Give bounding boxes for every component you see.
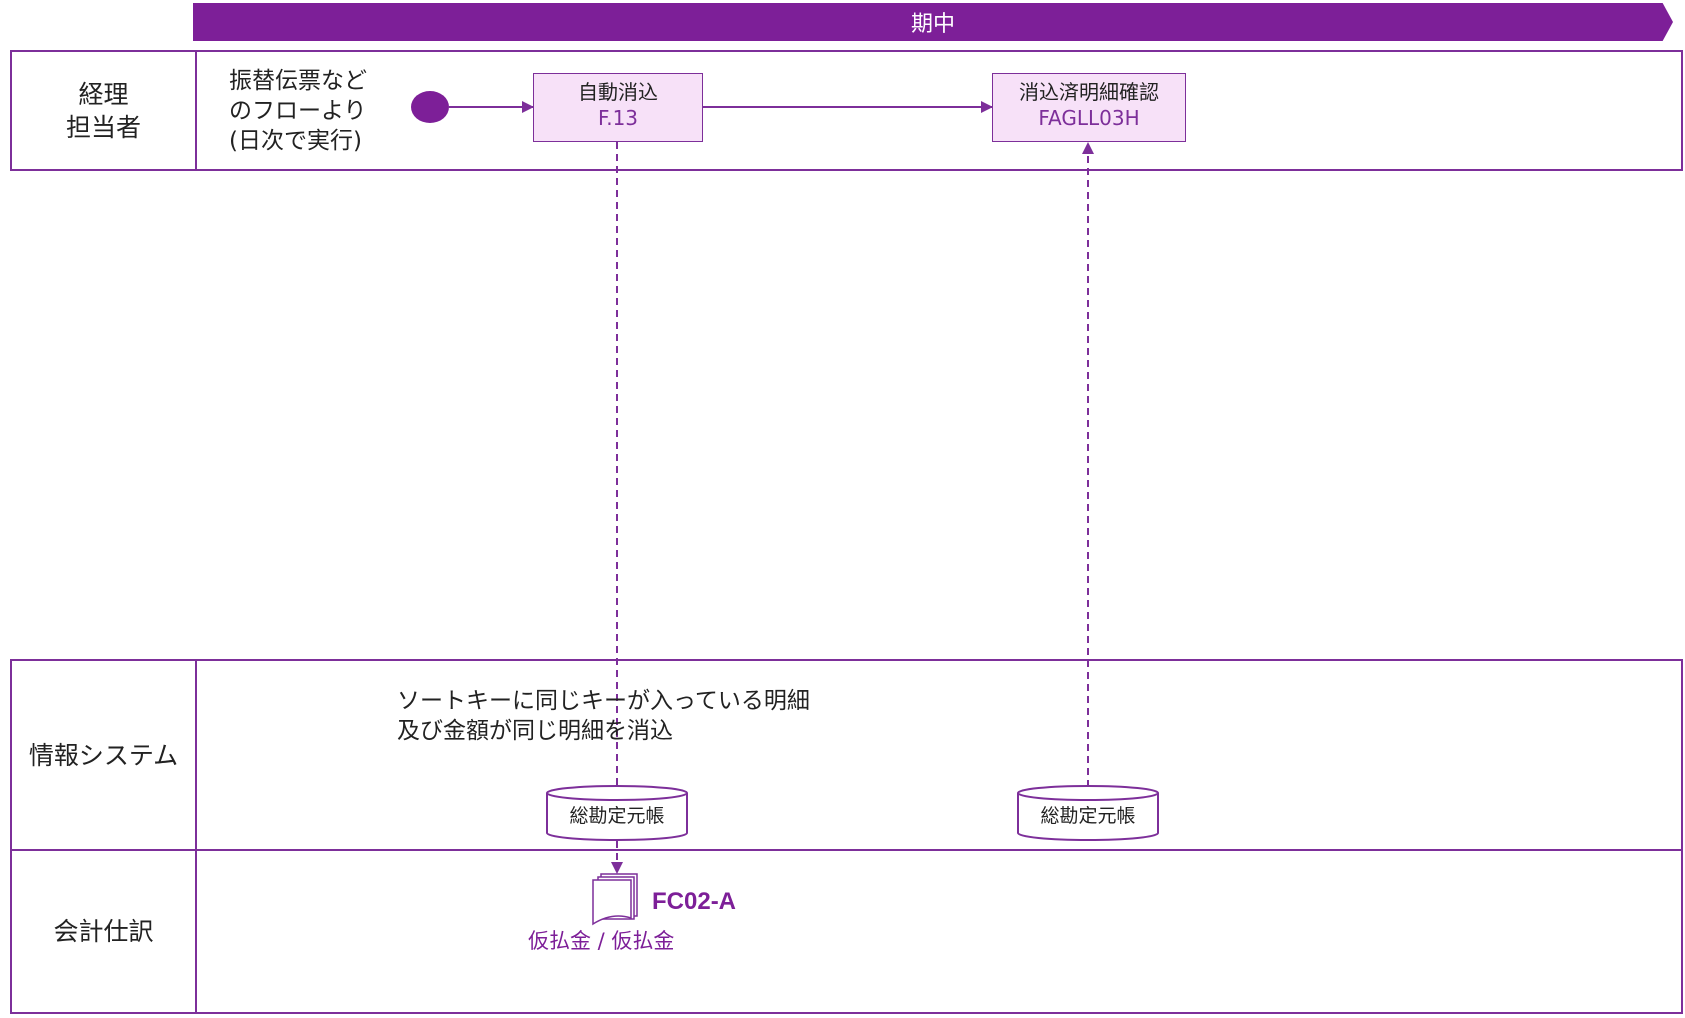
journal-document-icon	[592, 873, 638, 926]
process-auto-clear-title: 自動消込	[578, 80, 658, 104]
journal-entry: 仮払金 / 仮払金	[528, 929, 675, 953]
ledger-datastore-2	[1017, 785, 1159, 841]
lane-label-line2: 担当者	[65, 112, 141, 142]
lane-information-system: 情報システム	[10, 659, 1683, 851]
start-event-circle	[411, 91, 449, 123]
process-confirm-code: FAGLL03H	[1038, 106, 1140, 130]
process-auto-clear[interactable]: 自動消込 F.13	[533, 73, 703, 142]
ledger-datastore-2-label: 総勘定元帳	[1040, 805, 1136, 827]
system-note-line2: 及び金額が同じ明細を消込	[397, 718, 673, 744]
ledger-datastore-1-label: 総勘定元帳	[569, 805, 665, 827]
system-note: ソートキーに同じキーが入っている明細 及び金額が同じ明細を消込	[397, 686, 810, 746]
lane-label-information-system: 情報システム	[12, 661, 197, 849]
start-note-line1: 振替伝票など	[229, 68, 367, 94]
lane-label-text: 情報システム	[28, 740, 179, 770]
system-note-line1: ソートキーに同じキーが入っている明細	[397, 688, 810, 714]
process-confirm-cleared[interactable]: 消込済明細確認 FAGLL03H	[992, 73, 1186, 142]
start-event-note: 振替伝票など のフローより (日次で実行)	[229, 66, 367, 156]
period-header-bar: 期中	[193, 3, 1673, 41]
lane-label-line1: 経理	[78, 79, 129, 109]
start-note-line2: のフローより	[229, 98, 367, 124]
lane-label-journal-entry: 会計仕訳	[12, 851, 197, 1012]
process-confirm-title: 消込済明細確認	[1019, 80, 1159, 104]
process-auto-clear-code: F.13	[597, 106, 639, 130]
period-label: 期中	[910, 12, 955, 37]
journal-id: FC02-A	[652, 888, 737, 915]
lane-accounting-staff: 経理 担当者	[10, 50, 1683, 171]
lane-journal-entry: 会計仕訳	[10, 849, 1683, 1014]
lane-label-text: 会計仕訳	[53, 917, 154, 946]
lane-label-accounting-staff: 経理 担当者	[12, 52, 197, 169]
start-note-line3: (日次で実行)	[229, 128, 362, 154]
ledger-datastore-1	[546, 785, 688, 841]
